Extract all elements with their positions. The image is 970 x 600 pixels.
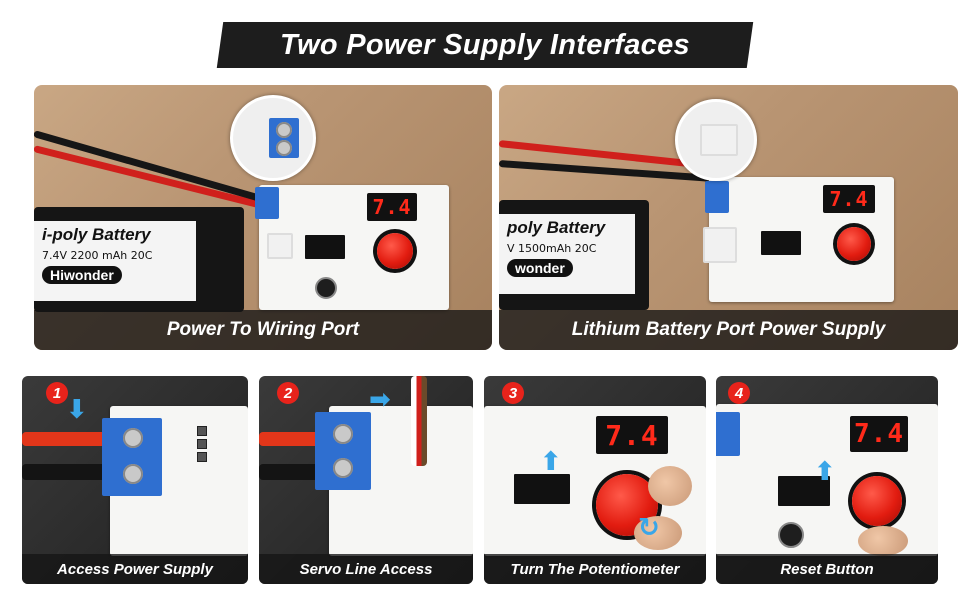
- screw-icon: [276, 122, 292, 138]
- servo-tester-board: 7.4: [703, 177, 894, 302]
- step-badge: 1: [46, 382, 68, 404]
- potentiometer-knob: [852, 476, 902, 526]
- step-caption: Turn The Potentiometer: [484, 554, 706, 584]
- zoom-inset-terminal: [230, 95, 316, 181]
- photo-panel-wiring-port: i-poly Battery 7.4V 2200 mAh 20C Hiwonde…: [34, 85, 492, 350]
- page-title: Two Power Supply Interfaces: [280, 28, 690, 61]
- battery-label: i-poly Battery 7.4V 2200 mAh 20C Hiwonde…: [34, 221, 196, 301]
- arrow-up-icon: ⬆: [814, 456, 836, 486]
- battery-label: poly Battery V 1500mAh 20C wonder: [499, 214, 635, 294]
- photo-panel-lithium-port: poly Battery V 1500mAh 20C wonder 7.4 Li…: [499, 85, 958, 350]
- screw-terminal: [255, 187, 279, 219]
- battery-spec: V 1500mAh 20C: [507, 242, 597, 255]
- servo-cable: [411, 376, 427, 466]
- step-panel-3: 7.4 ⬆ ↻ 3 Turn The Potentiometer: [484, 376, 706, 584]
- finger: [648, 466, 692, 506]
- black-wire: [22, 464, 112, 480]
- finger: [634, 516, 682, 550]
- lipo-battery: i-poly Battery 7.4V 2200 mAh 20C Hiwonde…: [34, 207, 244, 312]
- led-display: 7.4: [367, 193, 417, 221]
- step-badge: 2: [277, 382, 299, 404]
- battery-port: [267, 233, 293, 259]
- capacitor: [778, 522, 804, 548]
- arrow-right-icon: ➡: [369, 384, 391, 414]
- ic-chip: [305, 235, 345, 259]
- finger: [858, 526, 908, 556]
- screw-icon: [333, 424, 353, 444]
- step-badge: 3: [502, 382, 524, 404]
- led-display: 7.4: [823, 185, 875, 213]
- led-display: 7.4: [596, 416, 668, 454]
- battery-name: i-poly Battery: [42, 225, 151, 244]
- screw-icon: [123, 428, 143, 448]
- step-panel-2: 2 ➡ Servo Line Access: [259, 376, 473, 584]
- battery-port: [703, 227, 737, 263]
- ic-chip: [778, 476, 830, 506]
- step-caption: Access Power Supply: [22, 554, 248, 584]
- screw-icon: [333, 458, 353, 478]
- battery-brand: Hiwonder: [42, 266, 122, 284]
- step-caption: Servo Line Access: [259, 554, 473, 584]
- battery-name: poly Battery: [507, 218, 606, 237]
- red-wire: [22, 432, 112, 446]
- rotate-arrow-icon: ↻: [638, 512, 660, 542]
- potentiometer-knob: [377, 233, 413, 269]
- screw-icon: [276, 140, 292, 156]
- servo-header: [197, 426, 207, 462]
- capacitor: [315, 277, 337, 299]
- step-caption: Reset Button: [716, 554, 938, 584]
- panel-caption: Lithium Battery Port Power Supply: [499, 310, 958, 350]
- arrow-down-icon: ⬇: [66, 394, 88, 424]
- screw-terminal: [716, 412, 740, 456]
- screw-terminal: [705, 181, 729, 213]
- battery-spec: 7.4V 2200 mAh 20C: [42, 249, 153, 262]
- black-wire: [259, 464, 329, 480]
- arrow-up-icon: ⬆: [540, 446, 562, 476]
- jst-connector-zoom: [700, 124, 738, 156]
- step-badge: 4: [728, 382, 750, 404]
- red-wire: [259, 432, 329, 446]
- potentiometer-knob: [837, 227, 871, 261]
- step-panel-1: 1 ⬇ Access Power Supply: [22, 376, 248, 584]
- screw-icon: [123, 464, 143, 484]
- servo-tester-board: 7.4: [255, 185, 449, 310]
- step-panel-4: 7.4 ⬆ 4 Reset Button: [716, 376, 938, 584]
- ic-chip: [761, 231, 801, 255]
- battery-brand: wonder: [507, 259, 573, 277]
- ic-chip: [514, 474, 570, 504]
- panel-caption: Power To Wiring Port: [34, 310, 492, 350]
- lipo-battery: poly Battery V 1500mAh 20C wonder: [499, 200, 649, 310]
- led-display: 7.4: [850, 416, 908, 452]
- zoom-inset-jst-port: [675, 99, 757, 181]
